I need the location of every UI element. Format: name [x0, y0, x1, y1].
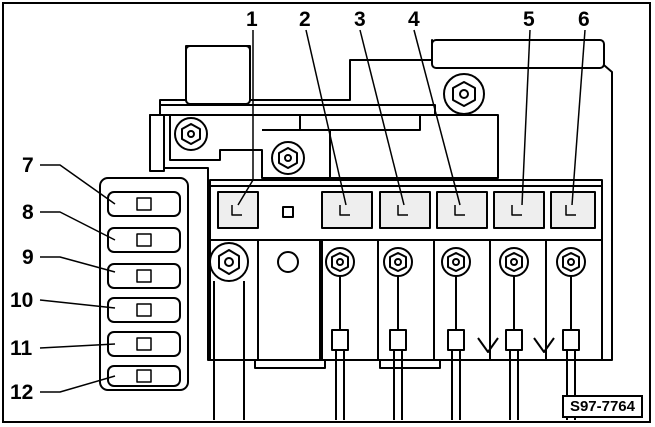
callout-12: 12: [10, 381, 34, 404]
callout-3: 3: [354, 8, 366, 31]
wire-terminals: [331, 276, 580, 353]
callout-6: 6: [578, 8, 590, 31]
callout-8: 8: [22, 201, 34, 224]
bus-bar: [169, 114, 499, 179]
hex-nut-bolts: [174, 73, 586, 282]
callout-5: 5: [523, 8, 535, 31]
callout-4: 4: [408, 8, 420, 31]
fuse-holder: [99, 177, 189, 391]
fuse-strip: [209, 179, 603, 241]
callout-10: 10: [10, 289, 34, 312]
callout-7: 7: [22, 154, 34, 177]
callout-11: 11: [10, 337, 33, 360]
callout-leaders: [39, 29, 586, 393]
callout-1: 1: [246, 8, 258, 31]
callout-9: 9: [22, 246, 34, 269]
figure-code: S97-7764: [561, 395, 643, 418]
callout-2: 2: [299, 8, 311, 31]
fuse-box-housing: [149, 39, 613, 369]
cables: [213, 281, 576, 420]
